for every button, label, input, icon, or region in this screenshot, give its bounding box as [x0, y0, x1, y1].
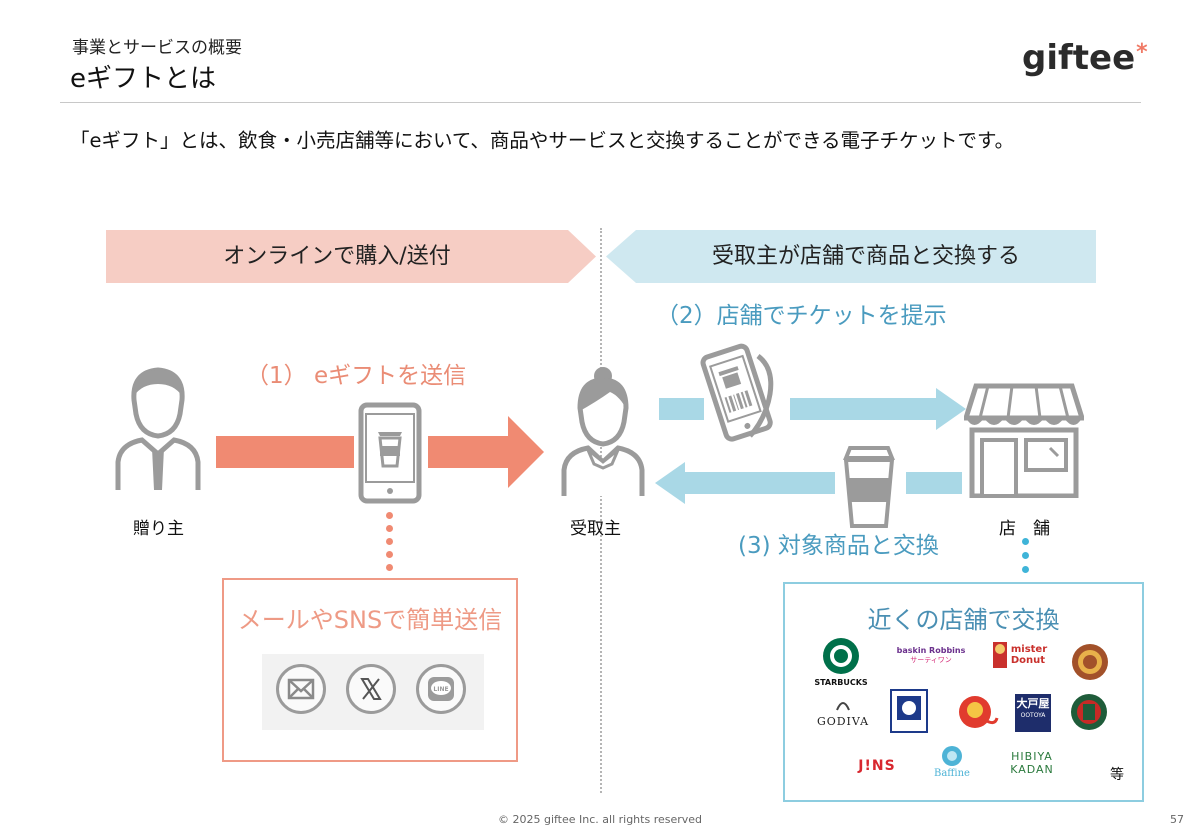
store-label: 店 舗 — [999, 519, 1050, 539]
baskin-robbins-logo: baskin Robbins サーティワン — [896, 646, 966, 664]
sender-label: 贈り主 — [133, 519, 184, 539]
receiver-person-icon — [561, 367, 645, 496]
page-number: 57 — [1170, 813, 1184, 826]
store-icon — [964, 383, 1084, 498]
logo-asterisk: * — [1136, 40, 1148, 65]
starbucks-logo: STARBUCKS — [809, 636, 873, 687]
hand-phone-icon — [700, 343, 774, 442]
giftee-logo: giftee* — [1022, 38, 1148, 78]
coral-dotted-connector — [386, 512, 394, 574]
x-icon — [346, 664, 396, 714]
sender-person-icon — [115, 367, 201, 490]
nearby-stores-title: 近くの店舗で交換 — [867, 606, 1060, 634]
send-arrow-head — [428, 416, 544, 488]
exchange-arrow-head — [655, 462, 835, 504]
share-icons-panel: LINE — [262, 654, 484, 730]
step2-label: （2）店舗でチケットを提示 — [656, 303, 947, 329]
jonathan-logo — [945, 692, 1009, 737]
step1-label: （1） eギフトを送信 — [246, 363, 467, 389]
phone-gift-icon — [358, 402, 422, 504]
send-arrow-tail — [216, 436, 354, 468]
header-divider — [60, 102, 1141, 103]
etc-label: 等 — [1110, 767, 1124, 783]
center-divider — [600, 228, 602, 793]
banner-left-label: オンラインで購入/送付 — [223, 244, 451, 269]
exchange-arrow-tail — [906, 472, 962, 494]
banner-left-shape — [106, 230, 596, 283]
baffine-logo: Baffine — [925, 744, 979, 779]
present-arrow-head — [790, 388, 966, 430]
coffee-cup-icon — [843, 446, 895, 528]
line-icon: LINE — [416, 664, 466, 714]
mister-donut-logo: mister Donut — [985, 640, 1053, 670]
logo-text: giftee — [1022, 38, 1136, 78]
page-title: eギフトとは — [70, 64, 216, 94]
jins-logo: J!NS — [858, 758, 896, 774]
komeda-logo-round — [1067, 642, 1113, 685]
send-methods-box: メールやSNSで簡単送信 LINE — [222, 578, 518, 762]
receiver-label: 受取主 — [570, 519, 621, 539]
nearby-stores-box: 近くの店舗で交換 STARBUCKS baskin Robbins サーティワン… — [783, 582, 1144, 802]
kaku-logo — [1067, 692, 1111, 735]
mail-icon — [276, 664, 326, 714]
copyright: © 2025 giftee Inc. all rights reserved — [497, 813, 703, 826]
hibiya-kadan-logo: HIBIYA KADAN — [1010, 750, 1054, 776]
banner-right-label: 受取主が店舗で商品と交換する — [711, 244, 1020, 269]
komeda-logo — [885, 688, 933, 737]
present-arrow-tail — [659, 398, 704, 420]
step3-label: (3) 対象商品と交換 — [738, 533, 939, 559]
lead-text: 「eギフト」とは、飲食・小売店舗等において、商品やサービスと交換することができる… — [70, 129, 1015, 152]
line-icon-text: LINE — [433, 686, 448, 693]
banner-right-shape — [606, 230, 1096, 283]
send-methods-title: メールやSNSで簡単送信 — [237, 606, 503, 634]
teal-dotted-connector — [1022, 538, 1030, 574]
section-subtitle: 事業とサービスの概要 — [72, 38, 242, 58]
godiva-logo: GODIVA — [811, 696, 875, 728]
ootoya-logo: 大戸屋 OOTOYA — [1011, 694, 1055, 732]
